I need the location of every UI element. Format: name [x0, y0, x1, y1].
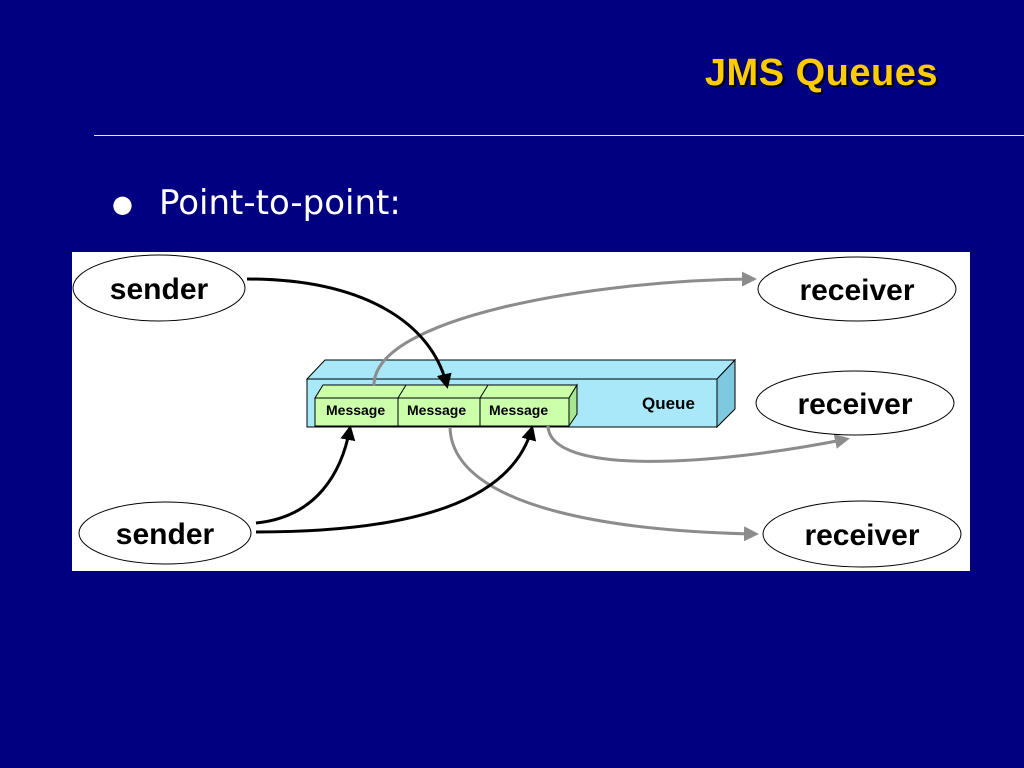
receiver-label-2: receiver: [797, 388, 912, 421]
message-label-3: Message: [489, 402, 548, 418]
arrow-sender-2-to-message-3: [255, 425, 537, 534]
sender-node-1: sender: [72, 254, 246, 322]
receiver-ellipse-2: [755, 370, 955, 436]
message-label-1: Message: [326, 402, 385, 418]
receiver-ellipse-3: [762, 500, 962, 568]
queue-diagram: Queue Message Message Message sender: [72, 252, 970, 571]
title-divider: [94, 135, 1024, 136]
sender-node-2: sender: [78, 501, 252, 565]
message-divider-2: [479, 384, 489, 399]
arrow-sender-1-to-queue: [246, 277, 452, 389]
sender-label-1: sender: [110, 273, 209, 306]
message-divider-1: [397, 384, 407, 399]
message-top-face: [314, 384, 578, 399]
message-label-2: Message: [407, 402, 466, 418]
arrow-queue-to-receiver-1: [372, 271, 757, 387]
bullet-item: ● Point-to-point:: [112, 183, 401, 223]
arrow-queue-to-receiver-2: [546, 425, 850, 463]
queue-top-face: [305, 359, 737, 380]
receiver-node-3: receiver: [762, 500, 962, 568]
sender-ellipse-2: [78, 501, 252, 565]
queue-label: Queue: [642, 394, 695, 413]
slide-title: JMS Queues: [704, 52, 938, 94]
receiver-label-3: receiver: [804, 519, 919, 552]
arrow-sender-2-to-message-1: [255, 425, 356, 525]
diagram-canvas: Queue Message Message Message sender: [72, 254, 962, 568]
receiver-node-1: receiver: [757, 256, 957, 322]
receiver-ellipse-1: [757, 256, 957, 322]
message-block: Message Message Message: [314, 383, 578, 428]
receiver-node-2: receiver: [755, 370, 955, 436]
arrow-queue-to-receiver-3: [448, 426, 759, 542]
sender-label-2: sender: [116, 518, 215, 551]
message-box-3: [479, 397, 570, 427]
receiver-label-1: receiver: [799, 274, 914, 307]
sender-ellipse-1: [72, 254, 246, 322]
bullet-text: Point-to-point:: [158, 183, 401, 223]
bullet-dot-icon: ●: [112, 190, 133, 218]
